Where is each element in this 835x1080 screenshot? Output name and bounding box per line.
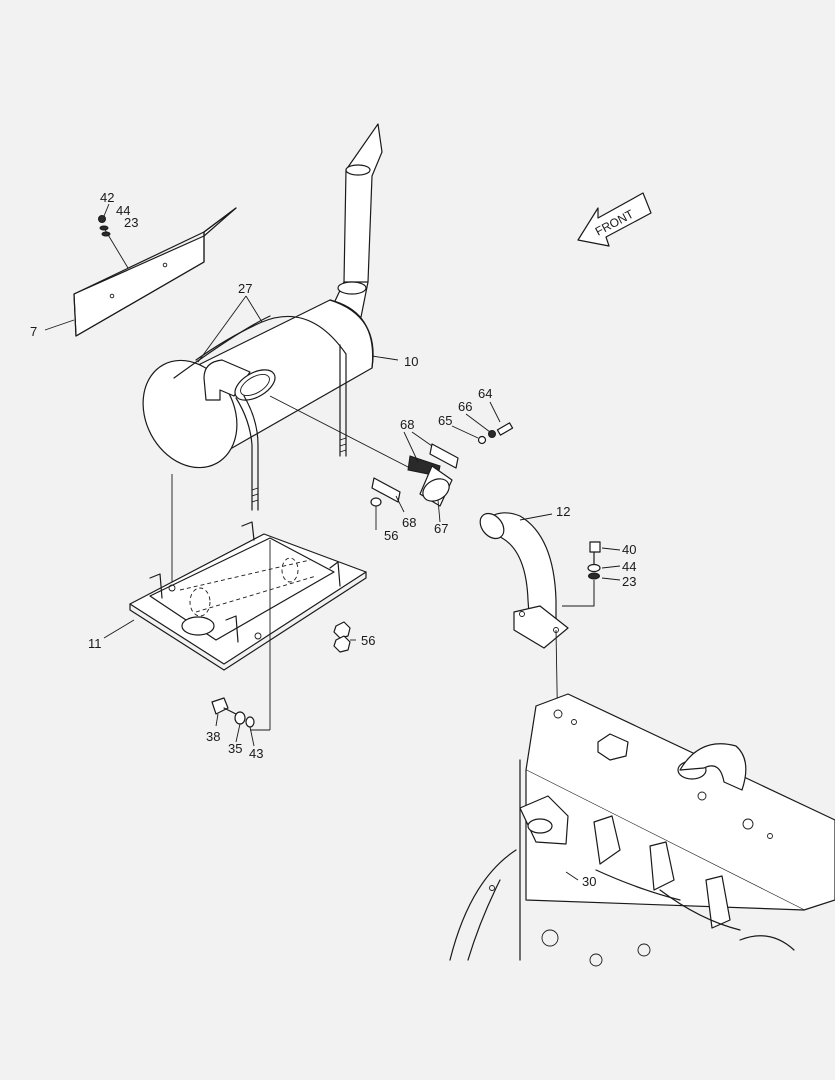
callout-10: 10: [404, 354, 418, 369]
callout-56-bracket: 56: [361, 633, 375, 648]
bolt-38: [211, 697, 255, 728]
callout-23-elbow: 23: [622, 574, 636, 589]
callout-68-top: 68: [400, 417, 414, 432]
shield-bolt: [98, 215, 111, 237]
engine-block: [449, 693, 835, 967]
leader-lines: [44, 203, 621, 881]
callout-43: 43: [249, 746, 263, 761]
callout-38: 38: [206, 729, 220, 744]
callout-56-clamp: 56: [384, 528, 398, 543]
callout-30: 30: [582, 874, 596, 889]
callout-65: 65: [438, 413, 452, 428]
muffler: [142, 299, 411, 582]
callout-68-bottom: 68: [402, 515, 416, 530]
callout-7: 7: [30, 324, 37, 339]
callout-23-shield: 23: [124, 215, 138, 230]
callout-27: 27: [238, 281, 252, 296]
callouts: 7 42 44 23 27 10 64 66 65 68 68 56 67 12…: [30, 190, 636, 889]
front-arrow: FRONT: [577, 192, 652, 247]
clamp-assembly: [370, 422, 514, 507]
callout-67: 67: [434, 521, 448, 536]
callout-35: 35: [228, 741, 242, 756]
callout-64: 64: [478, 386, 492, 401]
heat-shield: [73, 207, 237, 337]
callout-40: 40: [622, 542, 636, 557]
callout-44-elbow: 44: [622, 559, 636, 574]
nut-56: [333, 621, 351, 653]
callout-44-shield: 44: [116, 203, 130, 218]
callout-66: 66: [458, 399, 472, 414]
callout-11: 11: [88, 636, 102, 651]
callout-12: 12: [556, 504, 570, 519]
callout-42: 42: [100, 190, 114, 205]
mounting-bracket: [129, 521, 367, 730]
